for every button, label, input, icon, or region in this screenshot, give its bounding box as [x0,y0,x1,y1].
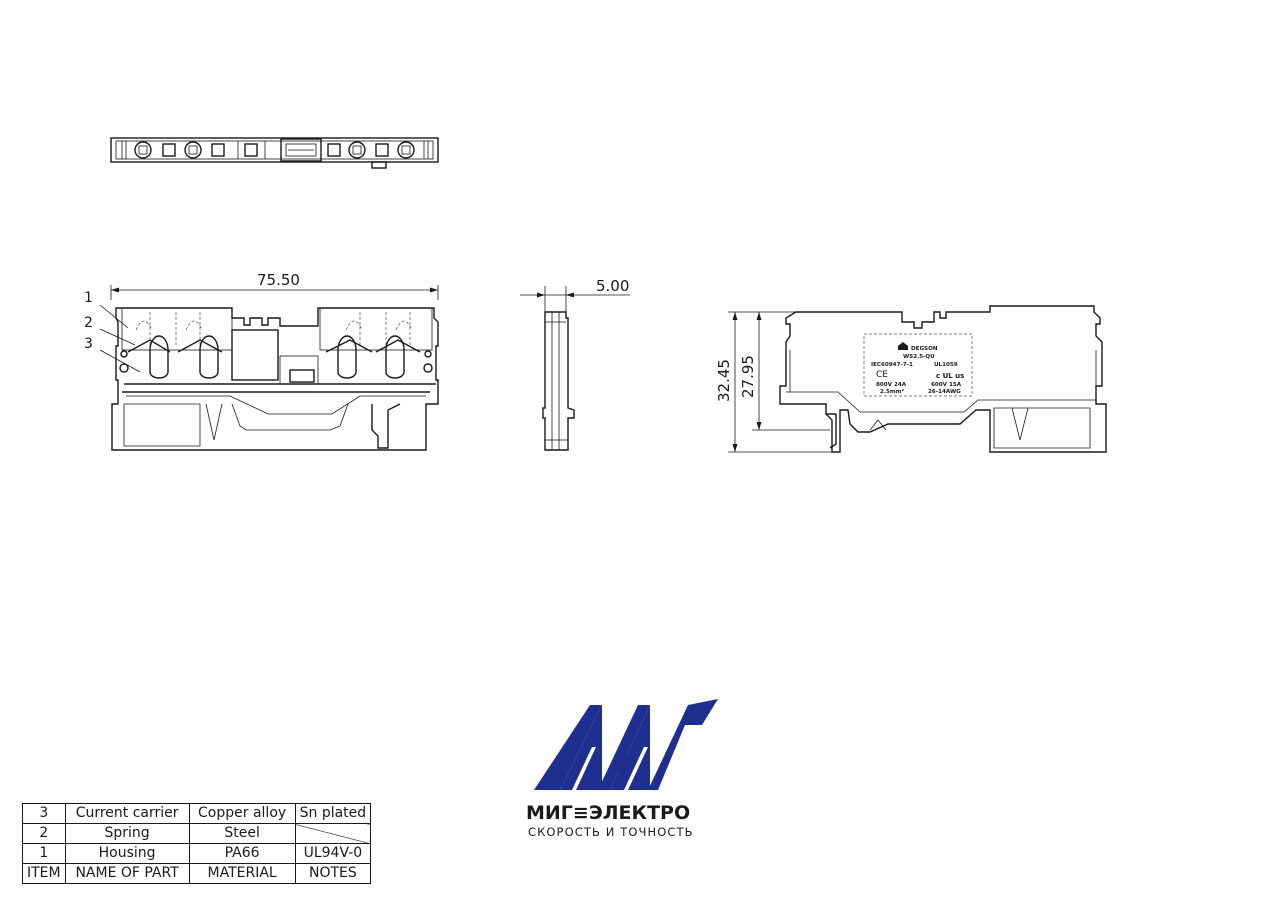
label-rating-right-2: 26-14AWG [928,389,961,395]
label-brand: DEGSON [911,346,938,352]
bom-item: 1 [22,843,66,864]
bom-name: Current carrier [64,803,190,824]
bom-table: 3 Current carrier Copper alloy Sn plated… [22,803,372,884]
bom-notes: Sn plated [294,803,372,824]
bom-name: Spring [64,823,190,844]
logo-tagline: СКОРОСТЬ И ТОЧНОСТЬ [528,825,694,839]
table-row: 1 Housing PA66 UL94V-0 [22,843,372,864]
bom-header-material: MATERIAL [188,863,296,884]
callout-1: 1 [84,290,93,306]
ul-mark-icon: c UL us [936,372,964,380]
back-view: 32.45 27.95 DEGSON WS2.5-QU IEC60947-7-1… [715,305,1107,453]
label-std-right: UL1059 [934,362,958,368]
dim-width: 5.00 [596,277,629,295]
bom-material: Copper alloy [188,803,296,824]
degson-logo-icon [898,342,908,350]
table-header-row: ITEM NAME OF PART MATERIAL NOTES [22,863,372,884]
label-model: WS2.5-QU [903,354,935,360]
dim-length: 75.50 [257,271,300,289]
callout-3: 3 [84,336,93,352]
bom-item: 2 [22,823,66,844]
bom-material: Steel [188,823,296,844]
label-std-left: IEC60947-7-1 [871,362,913,368]
bom-notes: UL94V-0 [294,843,372,864]
bom-item: 3 [22,803,66,824]
bom-name: Housing [64,843,190,864]
bom-header-notes: NOTES [294,863,372,884]
bom-notes [294,823,372,844]
bom-material: PA66 [188,843,296,864]
dim-height-total: 32.45 [715,359,733,402]
top-view [110,137,439,169]
callout-2: 2 [84,315,93,331]
side-view: 5.00 [520,277,630,451]
bom-header-name: NAME OF PART [64,863,190,884]
company-logo-icon [534,699,718,790]
label-rating-right-1: 600V 15A [931,382,962,388]
label-rating-left-2: 2.5mm² [880,388,905,395]
logo-name: МИГ≡ЭЛЕКТРО [526,802,691,824]
dim-height-rail: 27.95 [739,355,757,398]
label-rating-left-1: 800V 24A [876,382,907,388]
bom-header-item: ITEM [22,863,66,884]
table-row: 2 Spring Steel [22,823,372,844]
ce-mark-icon: CE [876,370,888,380]
table-row: 3 Current carrier Copper alloy Sn plated [22,803,372,824]
front-view: 75.50 [84,271,439,451]
